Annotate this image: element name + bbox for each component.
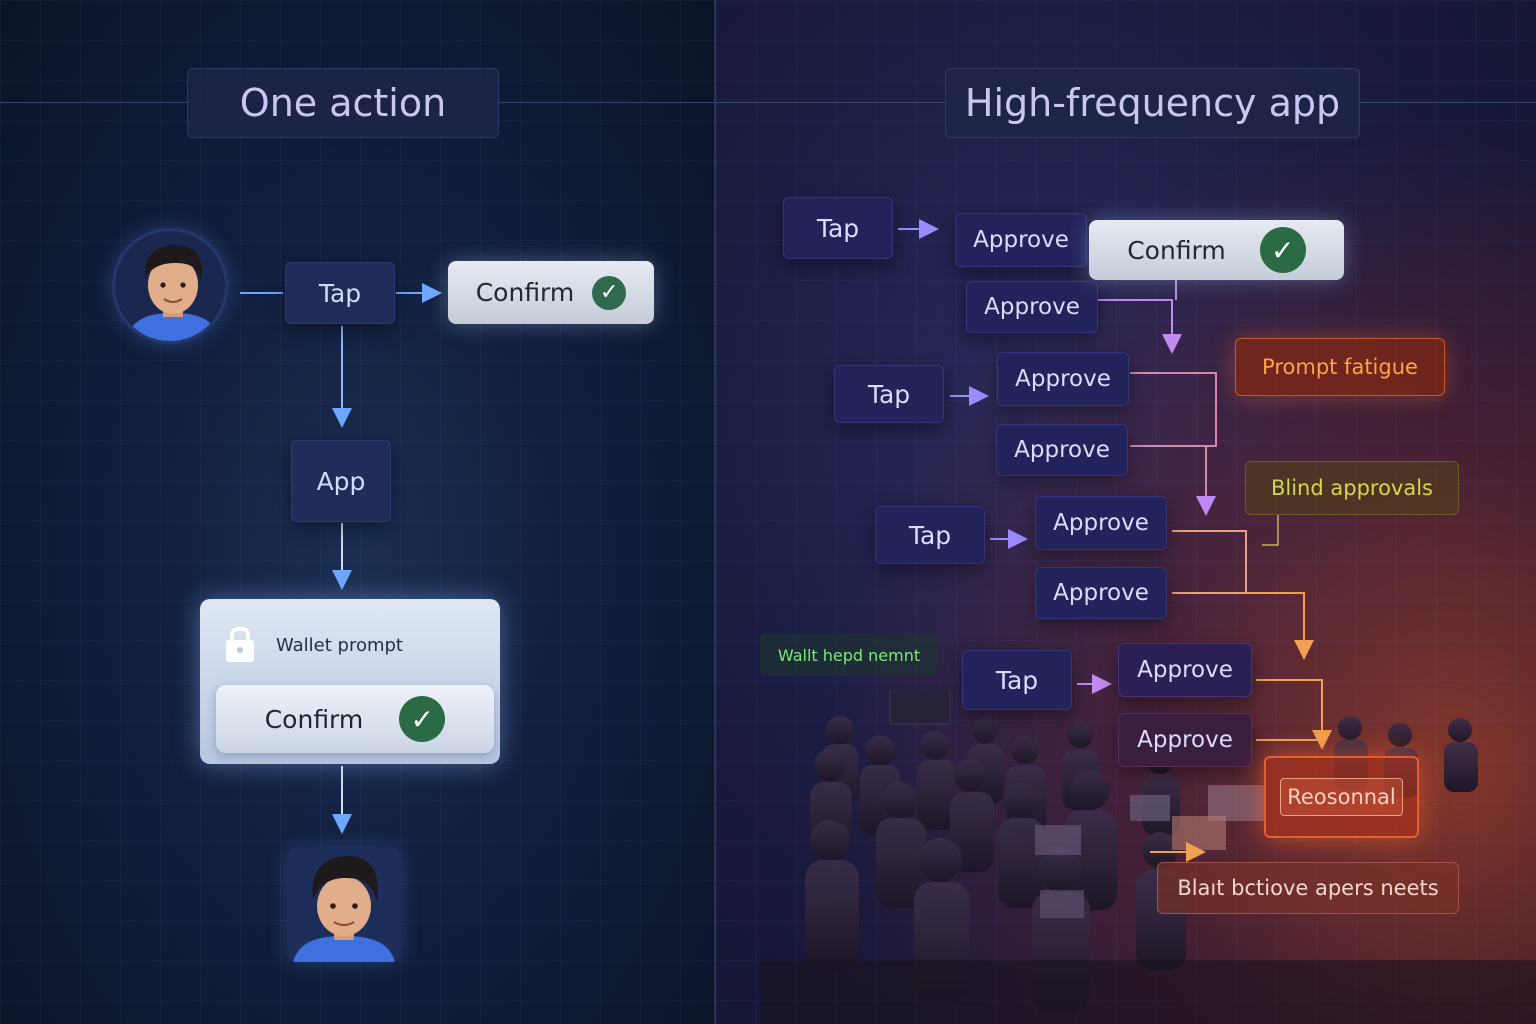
user-avatar	[287, 848, 401, 962]
approve-node[interactable]: Approve	[966, 281, 1098, 333]
approve-node[interactable]: Approve	[1035, 567, 1167, 619]
check-icon: ✓	[399, 696, 445, 742]
confirm-label: Confirm	[265, 705, 364, 734]
confirm-label: Confirm	[476, 278, 575, 307]
reasoning-label: Reosonnal	[1280, 778, 1403, 816]
title-rule	[0, 102, 190, 103]
person-icon	[287, 848, 401, 962]
check-icon: ✓	[1260, 227, 1306, 273]
tap-node[interactable]: Tap	[875, 506, 985, 564]
wallet-confirm-button[interactable]: Confirm ✓	[216, 685, 494, 753]
confirm-label: Confirm	[1127, 236, 1226, 265]
laptop-prop	[1172, 816, 1226, 850]
blind-approvals-badge: Blind approvals	[1245, 461, 1459, 515]
tap-node[interactable]: Tap	[834, 365, 944, 423]
tap-node[interactable]: Tap	[962, 650, 1072, 710]
panel-divider	[714, 0, 716, 1024]
laptop-prop	[1035, 825, 1081, 855]
confirm-button[interactable]: Confirm ✓	[448, 261, 654, 324]
reasoning-box: Reosonnal	[1264, 756, 1419, 838]
title-rule	[498, 102, 714, 103]
title-rule	[1358, 102, 1536, 103]
title-rule	[716, 102, 946, 103]
screen-prop	[890, 690, 950, 724]
confirm-button[interactable]: Confirm ✓	[1089, 220, 1344, 280]
app-node[interactable]: App	[291, 440, 391, 522]
approve-node[interactable]: Approve	[955, 213, 1087, 267]
tap-node[interactable]: Tap	[285, 262, 395, 324]
approve-node[interactable]: Approve	[1118, 713, 1252, 767]
approve-node[interactable]: Approve	[1118, 643, 1252, 697]
wallet-prompt-title: Wallet prompt	[276, 635, 403, 656]
approve-node[interactable]: Approve	[997, 352, 1129, 406]
lock-icon	[224, 623, 256, 663]
laptop-prop	[1040, 890, 1084, 918]
right-title: High-frequency app	[945, 68, 1360, 138]
wallet-prompt-screen: Wallt hepd nemnt	[760, 634, 938, 676]
left-title: One action	[187, 68, 499, 138]
tap-node[interactable]: Tap	[783, 197, 893, 259]
check-icon: ✓	[592, 276, 626, 310]
wallet-prompt-card: Wallet prompt Confirm ✓	[200, 599, 500, 764]
user-avatar	[112, 228, 228, 344]
prompt-fatigue-badge: Prompt fatigue	[1235, 338, 1445, 396]
footer-banner: Blaıt bctiove apers neets	[1157, 862, 1459, 914]
approve-node[interactable]: Approve	[1035, 496, 1167, 550]
laptop-prop	[1130, 795, 1170, 821]
approve-node[interactable]: Approve	[996, 424, 1128, 476]
laptop-prop	[1208, 785, 1264, 821]
